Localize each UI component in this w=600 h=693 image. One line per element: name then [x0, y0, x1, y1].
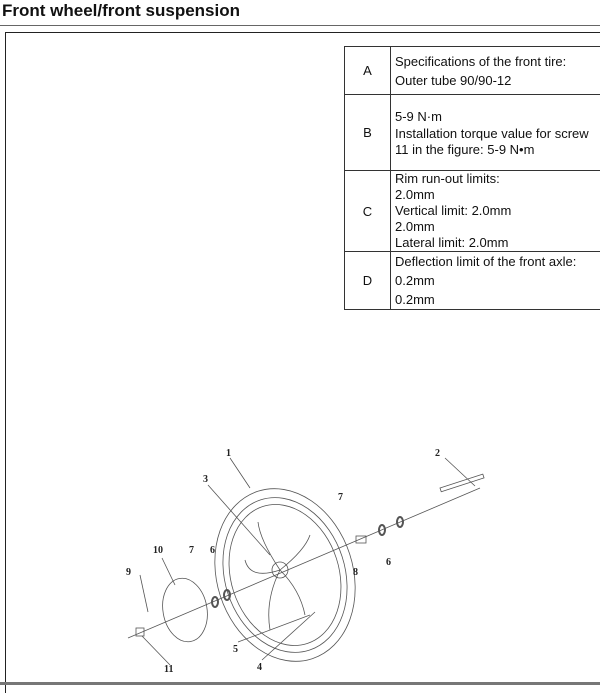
leader-line	[230, 458, 250, 488]
leader-line	[208, 485, 270, 555]
row-value: Rim run-out limits: 2.0mm Vertical limit…	[391, 171, 600, 252]
row-key: D	[345, 252, 391, 310]
spec-line: Deflection limit of the front axle:	[395, 252, 596, 271]
row-key: A	[345, 47, 391, 95]
spec-line: 5-9 N·m	[395, 107, 596, 126]
table-row: C Rim run-out limits: 2.0mm Vertical lim…	[345, 171, 600, 252]
callout-6-left: 6	[210, 545, 215, 556]
leader-line	[262, 612, 315, 660]
spec-line: 0.2mm	[395, 290, 596, 309]
leader-line	[140, 575, 148, 612]
title-divider	[0, 25, 600, 26]
leader-line	[238, 615, 310, 642]
row-value: 5-9 N·m Installation torque value for sc…	[391, 95, 600, 171]
leader-line	[162, 558, 175, 585]
callout-2: 2	[435, 448, 440, 459]
spec-line: Outer tube 90/90-12	[395, 71, 596, 90]
bearing-7-left	[212, 597, 218, 607]
page-title: Front wheel/front suspension	[2, 0, 240, 22]
row-key: C	[345, 171, 391, 252]
callout-8: 8	[353, 567, 358, 578]
spec-line: Rim run-out limits:	[395, 171, 596, 187]
spec-line: 2.0mm	[395, 187, 596, 203]
table-row: A Specifications of the front tire: Oute…	[345, 47, 600, 95]
callout-4: 4	[257, 662, 262, 673]
specification-table: A Specifications of the front tire: Oute…	[344, 46, 600, 310]
brake-disc	[158, 575, 212, 646]
row-value: Deflection limit of the front axle: 0.2m…	[391, 252, 600, 310]
spec-line: Lateral limit: 2.0mm	[395, 235, 596, 251]
callout-7-left: 7	[189, 545, 194, 556]
spec-line: Specifications of the front tire:	[395, 52, 596, 71]
row-value: Specifications of the front tire: Outer …	[391, 47, 600, 95]
spec-line: 0.2mm	[395, 271, 596, 290]
callout-3: 3	[203, 474, 208, 485]
axle-centerline	[128, 488, 480, 638]
callout-5: 5	[233, 644, 238, 655]
callout-1: 1	[226, 448, 231, 459]
table-row: B 5-9 N·m Installation torque value for …	[345, 95, 600, 171]
front-wheel-exploded-diagram: 1 2 3 4 5 6 7 6 7 8 9 10 11	[100, 440, 500, 685]
callout-10: 10	[153, 545, 163, 556]
table-row: D Deflection limit of the front axle: 0.…	[345, 252, 600, 310]
row-key: B	[345, 95, 391, 171]
spec-line: Vertical limit: 2.0mm	[395, 203, 596, 219]
callout-6-right: 6	[386, 557, 391, 568]
callout-7-right: 7	[338, 492, 343, 503]
spec-line: Installation torque value for screw	[395, 126, 596, 142]
spec-line: 11 in the figure: 5-9 N•m	[395, 142, 596, 158]
callout-11: 11	[164, 664, 173, 675]
spec-line: 2.0mm	[395, 219, 596, 235]
callout-9: 9	[126, 567, 131, 578]
leader-line	[142, 636, 170, 665]
